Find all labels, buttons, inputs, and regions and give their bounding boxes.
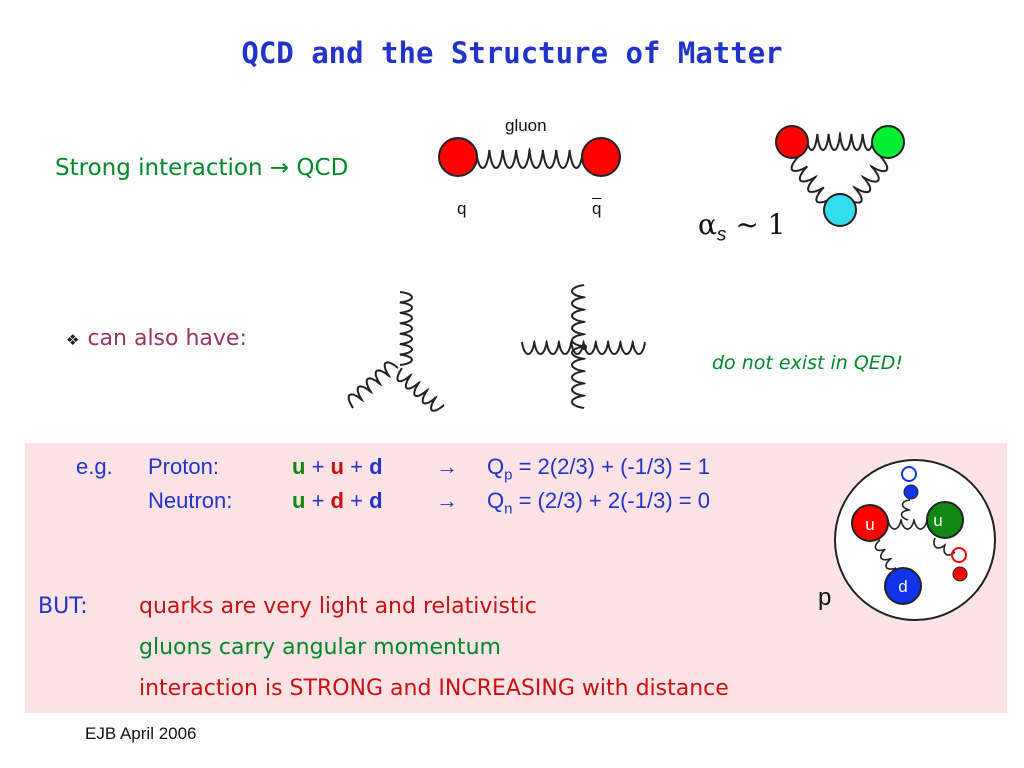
three-gluon-vertex-left: [347, 361, 399, 409]
not-in-qed-note: do not exist in QED!: [712, 352, 904, 374]
antiquark-red-right: [581, 137, 621, 177]
proton-quark-d-label: d: [898, 577, 907, 596]
proton-gluon-1: [887, 518, 928, 530]
neutron-quark-content: u + d + d: [292, 488, 383, 513]
neutron-name: Neutron:: [148, 488, 233, 513]
coupling-constant: αs ~ 1: [698, 208, 786, 246]
triangle-gluon-left: [790, 155, 833, 204]
quark-cyan-triangle: [823, 193, 857, 227]
but-line-2: gluons carry angular momentum: [139, 635, 501, 660]
sea-quark-blue: [903, 484, 919, 500]
proton-boundary: [834, 459, 996, 621]
but-line-1: quarks are very light and relativistic: [139, 594, 537, 619]
neutron-charge: Qn = (2/3) + 2(-1/3) = 0: [487, 488, 710, 518]
four-gluon-vertex-horizontal: [521, 339, 646, 356]
example-panel: [25, 443, 1007, 713]
proton-quark-u-green: [926, 501, 964, 539]
sea-antiquark-red: [951, 547, 967, 563]
can-also-have-text: ❖can also have:: [66, 326, 247, 351]
bullet-icon: ❖: [66, 331, 80, 349]
quark-red-left: [438, 137, 478, 177]
gluon-label: gluon: [505, 116, 547, 135]
neutron-arrow: →: [436, 488, 458, 513]
proton-gluon-4: [933, 537, 956, 556]
proton-quark-content: u + u + d: [292, 454, 383, 479]
sea-antiquark-blue: [901, 466, 917, 482]
quark-red-triangle: [775, 125, 809, 159]
eg-label: e.g.: [76, 454, 113, 479]
triangle-gluon-right: [845, 155, 889, 204]
but-line-3: interaction is STRONG and INCREASING wit…: [139, 676, 729, 701]
proton-quark-u-red-label: u: [865, 515, 874, 534]
three-gluon-vertex-up: [399, 291, 414, 366]
proton-quark-u-green-label: u: [933, 511, 942, 530]
proton-quark-d-blue: [884, 567, 922, 605]
triangle-gluon-top: [805, 130, 875, 152]
quark-green-triangle: [871, 125, 905, 159]
but-label: BUT:: [38, 594, 88, 619]
footer-text: EJB April 2006: [85, 724, 197, 743]
sea-quark-red: [952, 566, 968, 582]
proton-quark-u-red: [851, 504, 889, 542]
gluon-exchange-line: [475, 146, 584, 170]
proton-charge: Qp = 2(2/3) + (-1/3) = 1: [487, 454, 710, 484]
strong-interaction-text: Strong interaction → QCD: [55, 155, 349, 181]
quark-label: q: [457, 199, 467, 218]
proton-gluon-2: [900, 499, 911, 521]
three-gluon-vertex-right: [396, 367, 445, 412]
proton-name: Proton:: [148, 454, 219, 479]
proton-gluon-3: [874, 539, 897, 570]
antiquark-label: q: [592, 199, 602, 218]
proton-label: p: [818, 584, 832, 611]
page-title: QCD and the Structure of Matter: [241, 36, 783, 70]
proton-arrow: →: [436, 454, 458, 479]
four-gluon-vertex-point: [581, 344, 587, 350]
